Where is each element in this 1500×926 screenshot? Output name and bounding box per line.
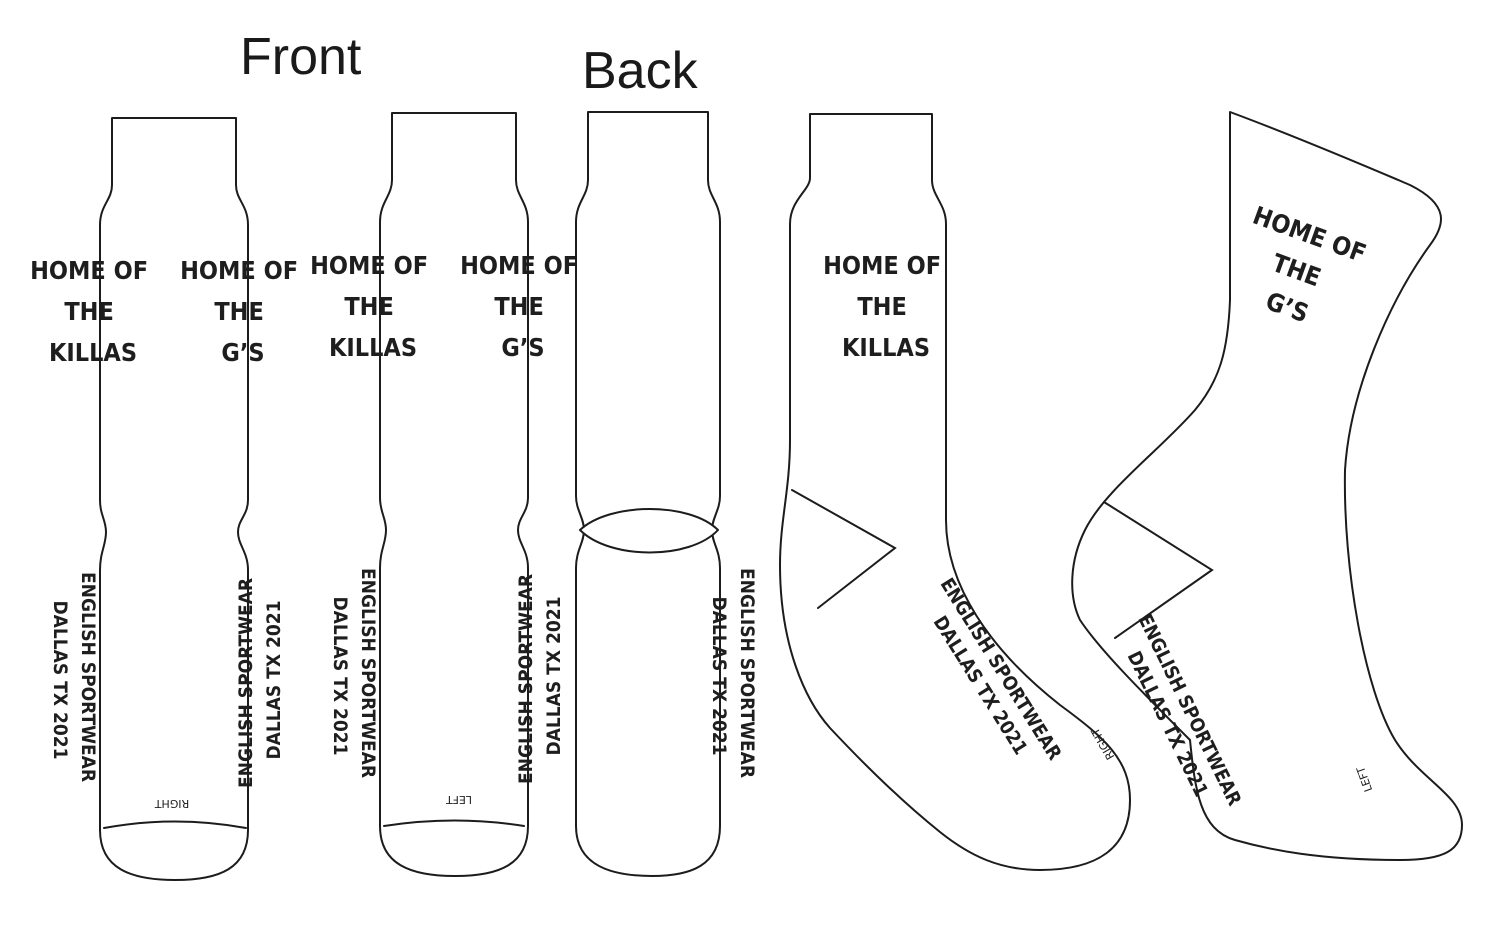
sock-back-outline [575, 111, 721, 877]
sock-front-left: HOME OF THE KILLAS HOME OF THE G’S ENGLI… [310, 112, 586, 877]
slogan-line: HOME OF [180, 256, 298, 285]
brand-line-1: ENGLISH SPORTWEAR [77, 572, 99, 782]
sock-back: ENGLISH SPORTWEAR DALLAS TX 2021 [575, 111, 758, 877]
brand-line-1: ENGLISH SPORTWEAR [736, 568, 758, 778]
slogan-gs: HOME OF THE G’S [180, 256, 306, 367]
sock-front-right-toe-seam [103, 820, 247, 829]
brand-line-1: ENGLISH SPORTWEAR [235, 578, 257, 788]
sock-front-left-outline [379, 112, 529, 877]
slogan-line: G’S [221, 338, 264, 367]
brand-text: ENGLISH SPORTWEAR DALLAS TX 2021 [49, 572, 99, 788]
slogan-gs: HOME OF THE G’S [460, 251, 586, 362]
sock-front-left-toe-seam [383, 819, 525, 827]
brand-text: ENGLISH SPORTWEAR DALLAS TX 2021 [329, 568, 379, 784]
brand-line-1: ENGLISH SPORTWEAR [357, 568, 379, 778]
brand-line-2: DALLAS TX 2021 [263, 600, 285, 759]
slogan-line: HOME OF [30, 256, 148, 285]
sock-side-killas: HOME OF THE KILLAS ENGLISH SPORTWEAR DAL… [779, 113, 1131, 871]
side-label-left: LEFT [446, 793, 472, 806]
brand-line-2: DALLAS TX 2021 [543, 596, 565, 755]
slogan-line: KILLAS [842, 333, 930, 362]
slogan-line: KILLAS [329, 333, 417, 362]
sock-side-gs: HOME OF THE G’S ENGLISH SPORTWEAR DALLAS… [1071, 111, 1463, 861]
brand-line-1: ENGLISH SPORTWEAR [515, 574, 537, 784]
brand-line-2: DALLAS TX 2021 [708, 596, 730, 755]
front-label: Front [240, 28, 362, 86]
brand-line-2: DALLAS TX 2021 [329, 596, 351, 755]
slogan-line: HOME OF [310, 251, 428, 280]
brand-text: ENGLISH SPORTWEAR DALLAS TX 2021 [708, 568, 758, 784]
brand-line-2: DALLAS TX 2021 [49, 600, 71, 759]
slogan-killas: HOME OF THE KILLAS [30, 256, 156, 367]
slogan-line: THE [344, 292, 394, 321]
slogan-line: THE [857, 292, 907, 321]
slogan-killas: HOME OF THE KILLAS [823, 251, 949, 362]
sock-side-gs-heel-seam [1103, 501, 1214, 639]
slogan-line: HOME OF [823, 251, 941, 280]
slogan-line: KILLAS [49, 338, 137, 367]
slogan-line: HOME OF [460, 251, 578, 280]
sock-front-right-outline [99, 117, 249, 881]
back-label: Back [582, 42, 699, 100]
sock-back-heel [579, 508, 719, 554]
slogan-line: THE [64, 297, 114, 326]
side-label-right: RIGHT [155, 797, 190, 810]
slogan-line: THE [494, 292, 544, 321]
sock-front-right: HOME OF THE KILLAS HOME OF THE G’S ENGLI… [30, 117, 306, 881]
sock-side-gs-outline [1071, 111, 1463, 861]
brand-text: ENGLISH SPORTWEAR DALLAS TX 2021 [515, 568, 565, 784]
slogan-line: G’S [501, 333, 544, 362]
slogan-line: THE [214, 297, 264, 326]
sock-side-killas-outline [779, 113, 1131, 871]
slogan-killas: HOME OF THE KILLAS [310, 251, 436, 362]
brand-text: ENGLISH SPORTWEAR DALLAS TX 2021 [235, 572, 285, 788]
sock-side-killas-heel-seam [791, 489, 897, 609]
